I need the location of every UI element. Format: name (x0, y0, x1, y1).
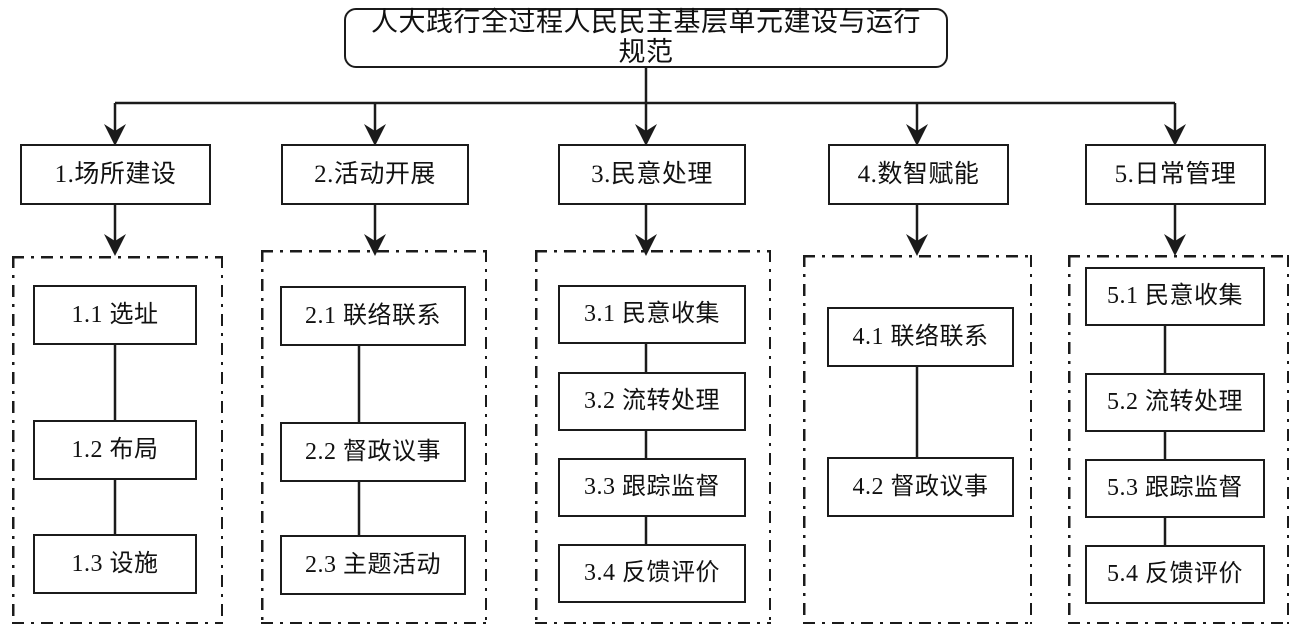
leaf-label: 1.2 布局 (71, 436, 159, 463)
leaf-node-3-4[interactable]: 3.4 反馈评价 (558, 544, 746, 603)
category-label: 2.活动开展 (314, 160, 436, 188)
category-node-1[interactable]: 1.场所建设 (20, 144, 211, 205)
category-node-2[interactable]: 2.活动开展 (281, 144, 469, 205)
leaf-label: 2.2 督政议事 (305, 438, 441, 465)
arrowhead-1 (104, 124, 126, 146)
leaf-label: 3.4 反馈评价 (584, 560, 720, 587)
leaf-node-5-2[interactable]: 5.2 流转处理 (1085, 373, 1265, 432)
leaf-label: 5.3 跟踪监督 (1107, 475, 1243, 502)
leaf-node-5-1[interactable]: 5.1 民意收集 (1085, 267, 1265, 326)
category-node-3[interactable]: 3.民意处理 (558, 144, 746, 205)
category-node-5[interactable]: 5.日常管理 (1085, 144, 1266, 205)
arrowhead-5 (1164, 124, 1186, 146)
leaf-label: 3.3 跟踪监督 (584, 474, 720, 501)
leaf-node-5-4[interactable]: 5.4 反馈评价 (1085, 545, 1265, 604)
arrowhead-3 (635, 124, 657, 146)
leaf-node-1-1[interactable]: 1.1 选址 (33, 285, 197, 345)
leaf-label: 4.1 联络联系 (852, 323, 989, 350)
arrowhead-cat4 (906, 234, 928, 256)
root-node[interactable]: 人大践行全过程人民民主基层单元建设与运行规范 (344, 7, 948, 68)
leaf-node-5-3[interactable]: 5.3 跟踪监督 (1085, 459, 1265, 518)
leaf-label: 2.1 联络联系 (305, 302, 441, 329)
category-node-4[interactable]: 4.数智赋能 (828, 144, 1009, 205)
leaf-node-1-3[interactable]: 1.3 设施 (33, 534, 197, 594)
category-label: 1.场所建设 (54, 160, 177, 188)
leaf-node-4-1[interactable]: 4.1 联络联系 (827, 307, 1014, 367)
arrowhead-2 (364, 124, 386, 146)
category-label: 3.民意处理 (591, 160, 713, 188)
leaf-node-2-3[interactable]: 2.3 主题活动 (280, 535, 466, 595)
arrowhead-4 (906, 124, 928, 146)
leaf-label: 3.1 民意收集 (584, 301, 720, 328)
leaf-node-3-1[interactable]: 3.1 民意收集 (558, 285, 746, 344)
leaf-label: 5.2 流转处理 (1107, 389, 1243, 416)
leaf-label: 1.3 设施 (71, 550, 159, 577)
leaf-node-2-1[interactable]: 2.1 联络联系 (280, 286, 466, 346)
arrowhead-cat5 (1164, 234, 1186, 256)
category-label: 5.日常管理 (1114, 160, 1237, 188)
arrowheads-row1 (104, 124, 1186, 146)
leaf-node-3-2[interactable]: 3.2 流转处理 (558, 372, 746, 431)
leaf-label: 5.1 民意收集 (1107, 283, 1243, 310)
leaf-label: 5.4 反馈评价 (1107, 561, 1243, 588)
leaf-node-3-3[interactable]: 3.3 跟踪监督 (558, 458, 746, 517)
leaf-node-4-2[interactable]: 4.2 督政议事 (827, 457, 1014, 517)
leaf-label: 3.2 流转处理 (584, 388, 720, 415)
leaf-node-2-2[interactable]: 2.2 督政议事 (280, 422, 466, 482)
leaf-label: 1.1 选址 (71, 301, 159, 328)
root-node-label: 人大践行全过程人民民主基层单元建设与运行规范 (371, 7, 921, 67)
leaf-label: 2.3 主题活动 (305, 551, 441, 578)
arrowhead-cat1 (104, 234, 126, 256)
leaf-node-1-2[interactable]: 1.2 布局 (33, 420, 197, 480)
leaf-label: 4.2 督政议事 (852, 473, 989, 500)
category-label: 4.数智赋能 (857, 160, 980, 188)
